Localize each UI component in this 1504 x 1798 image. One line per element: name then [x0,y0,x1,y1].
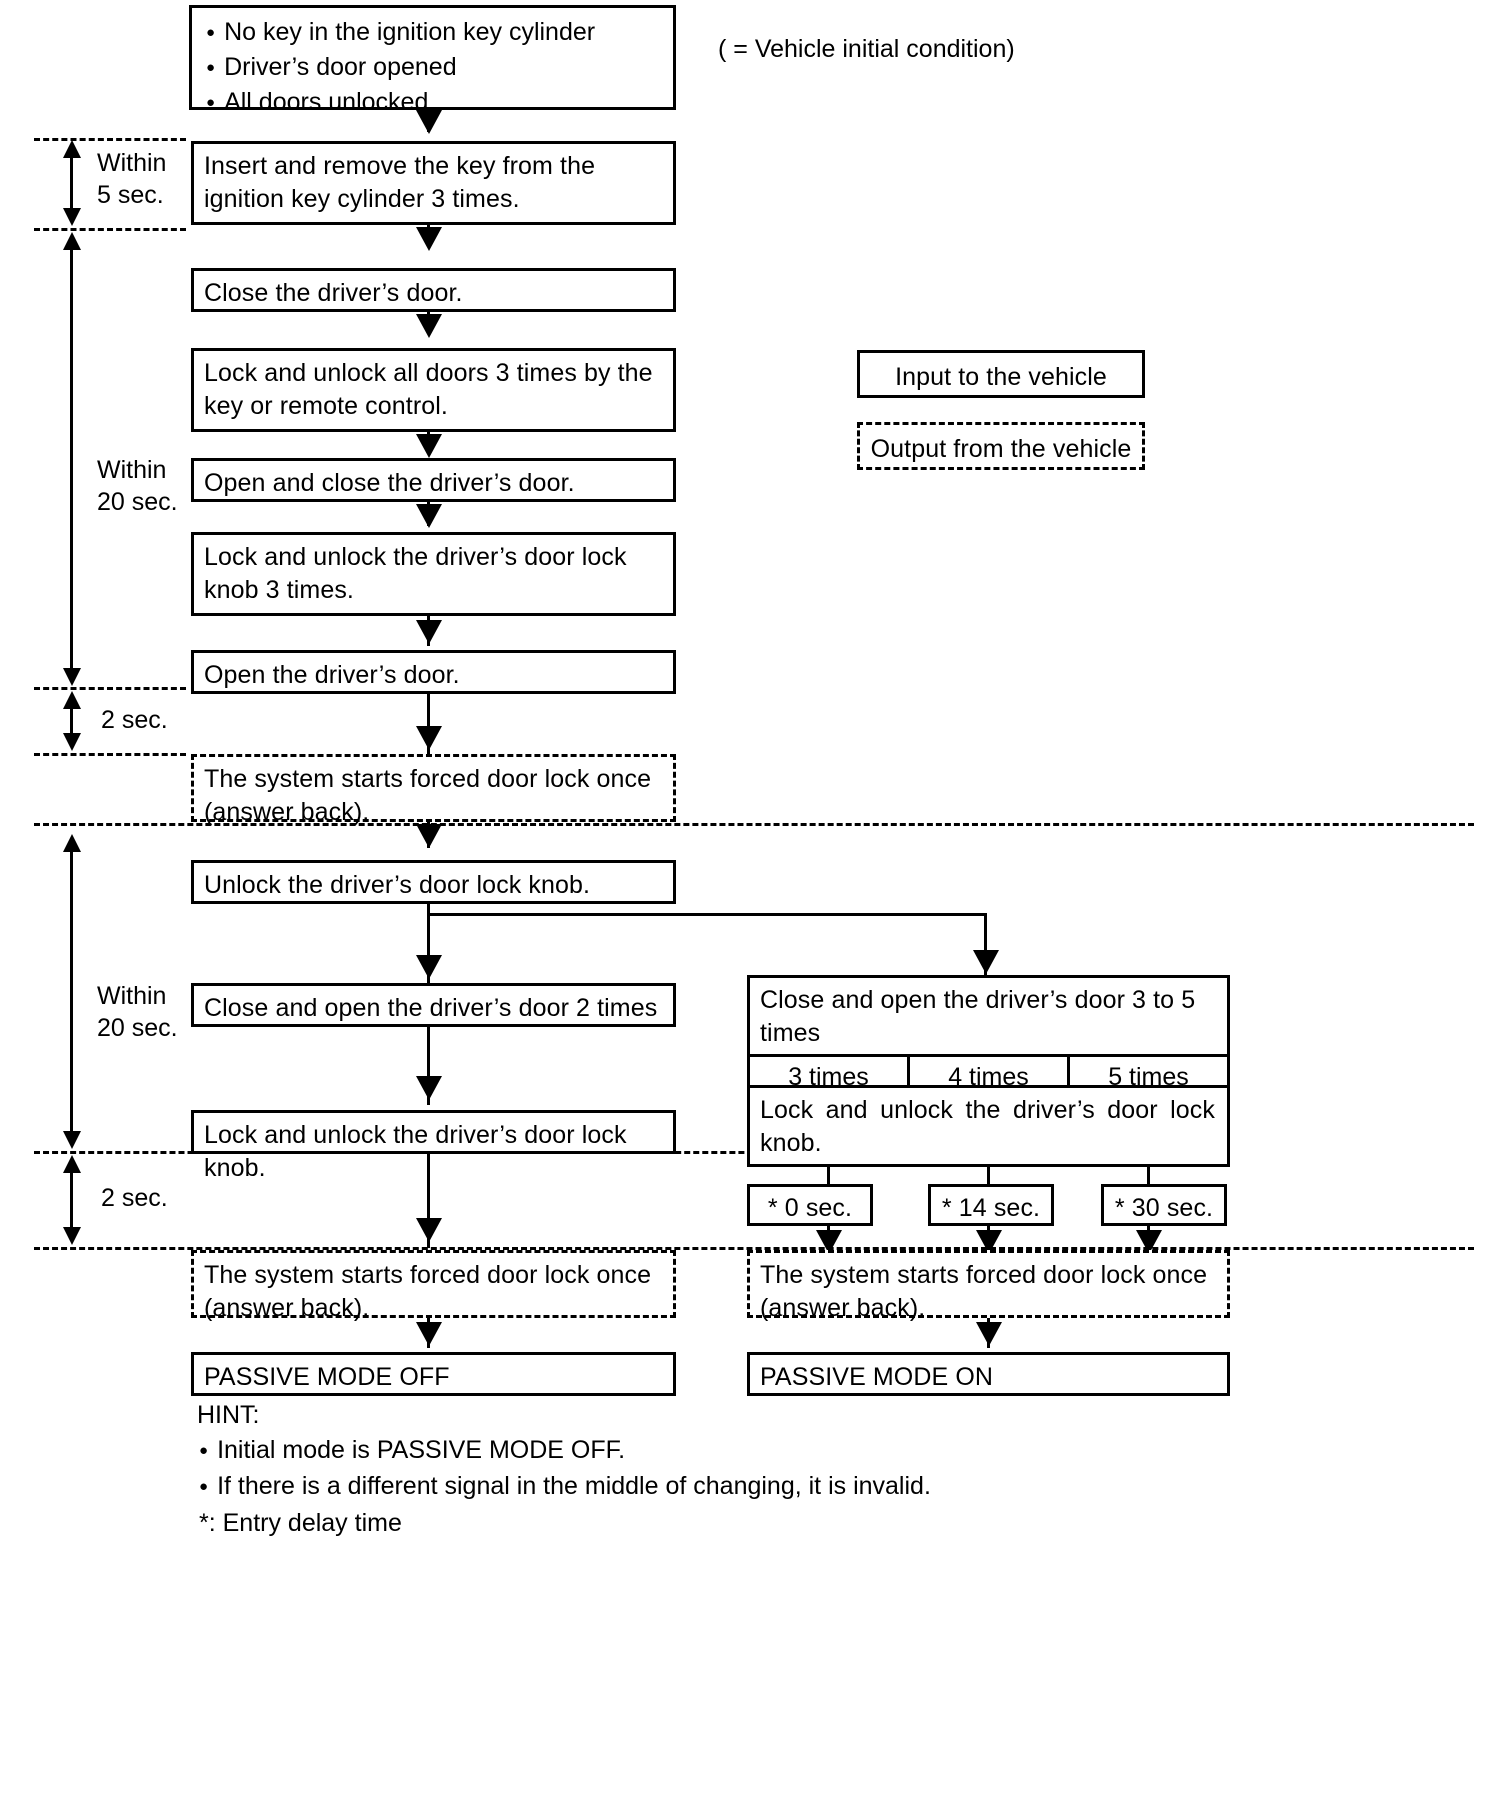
arrow-head-icon [416,955,442,979]
arrow-head-icon [63,140,81,158]
result-box-passive-mode-on: PASSIVE MODE ON [747,1352,1230,1396]
arrow-head-icon [416,504,442,528]
arrow-head-icon [416,824,442,848]
initial-condition-item: No key in the ignition key cylinder [206,15,673,50]
legend-output-box: Output from the vehicle [857,422,1145,470]
delay-box-14-sec: * 14 sec. [928,1184,1054,1226]
connector [427,1027,430,1105]
initial-condition-item: Driver’s door opened [206,50,673,85]
timing-label-5sec-line2: 5 sec. [97,181,164,209]
hint-footnote: *: Entry delay time [199,1509,402,1537]
step-box-close-drivers-door: Close the driver’s door. [191,268,676,312]
step-box-open-close-drivers-door: Open and close the driver’s door. [191,458,676,502]
timing-label-2sec-b: 2 sec. [101,1184,168,1212]
timing-label-40sec-line2: 20 sec. [97,488,178,516]
delay-box-0-sec: * 0 sec. [747,1184,873,1226]
branch-box-close-open-door-3-to-5: Close and open the driver’s door 3 to 5 … [747,975,1230,1057]
arrow-head-icon [63,733,81,751]
step-box-close-open-door-2-times: Close and open the driver’s door 2 times [191,983,676,1027]
step-box-insert-remove-key: Insert and remove the key from the ignit… [191,141,676,225]
branch-connector [984,913,987,975]
arrow-head-icon [416,110,442,134]
timing-label-20sec-line1: Within [97,982,167,1010]
arrow-head-icon [416,314,442,338]
arrow-head-icon [63,834,81,852]
arrow-head-icon [63,691,81,709]
arrow-head-icon [63,1131,81,1149]
branch-box-label: Close and open the driver’s door 3 to 5 … [760,986,1196,1047]
timing-divider [34,1247,1474,1250]
step-box-open-drivers-door: Open the driver’s door. [191,650,676,694]
arrow-head-icon [416,620,442,644]
branch-box-lock-unlock-knob: Lock and unlock the driver’s door lock k… [747,1085,1230,1167]
timing-label-5sec-line1: Within [97,149,167,177]
arrow-head-icon [416,1076,442,1100]
timing-divider [34,138,186,141]
branch-output-box-forced-door-lock: The system starts forced door lock once … [747,1250,1230,1322]
section-divider [34,823,1474,826]
hint-heading: HINT: [197,1401,260,1429]
vehicle-initial-condition-note: ( = Vehicle initial condition) [718,35,1015,63]
branch-connector [427,913,987,916]
step-box-unlock-knob: Unlock the driver’s door lock knob. [191,860,676,904]
delay-box-30-sec: * 30 sec. [1101,1184,1227,1226]
connector [427,904,430,984]
initial-condition-box: No key in the ignition key cylinder Driv… [189,5,676,116]
connector [427,694,430,756]
arrow-head-icon [63,1155,81,1173]
arrow-head-icon [416,434,442,458]
legend-input-box: Input to the vehicle [857,350,1145,398]
arrow-head-icon [976,1322,1002,1346]
timing-bar-40sec [70,238,73,678]
timing-bar-2sec-a [70,697,73,739]
timing-bar-2sec-b [70,1161,73,1233]
timing-divider [34,753,186,756]
result-box-passive-mode-off: PASSIVE MODE OFF [191,1352,676,1396]
arrow-head-icon [416,726,442,750]
output-box-forced-door-lock-2: The system starts forced door lock once … [191,1250,676,1322]
output-box-forced-door-lock-1: The system starts forced door lock once … [191,754,676,826]
timing-bar-5sec [70,146,73,220]
initial-condition-item: All doors unlocked [206,85,673,120]
arrow-head-icon [416,1218,442,1242]
arrow-head-icon [63,232,81,250]
arrow-head-icon [63,668,81,686]
arrow-head-icon [63,208,81,226]
timing-divider [34,228,186,231]
timing-label-2sec-a: 2 sec. [101,706,168,734]
hint-item-1: Initial mode is PASSIVE MODE OFF. [199,1435,625,1466]
arrow-head-icon [63,1227,81,1245]
step-box-lock-unlock-knob: Lock and unlock the driver’s door lock k… [191,1110,676,1182]
arrow-head-icon [416,227,442,251]
arrow-head-icon [416,1322,442,1346]
timing-label-40sec-line1: Within [97,456,167,484]
timing-divider [34,687,186,690]
step-box-lock-unlock-knob-3-times: Lock and unlock the driver’s door lock k… [191,532,676,616]
connector [427,1154,430,1248]
step-box-lock-unlock-all-doors: Lock and unlock all doors 3 times by the… [191,348,676,432]
hint-item-2: If there is a different signal in the mi… [199,1471,931,1502]
timing-label-20sec-line2: 20 sec. [97,1014,178,1042]
arrow-head-icon [973,950,999,974]
timing-bar-20sec [70,840,73,1140]
